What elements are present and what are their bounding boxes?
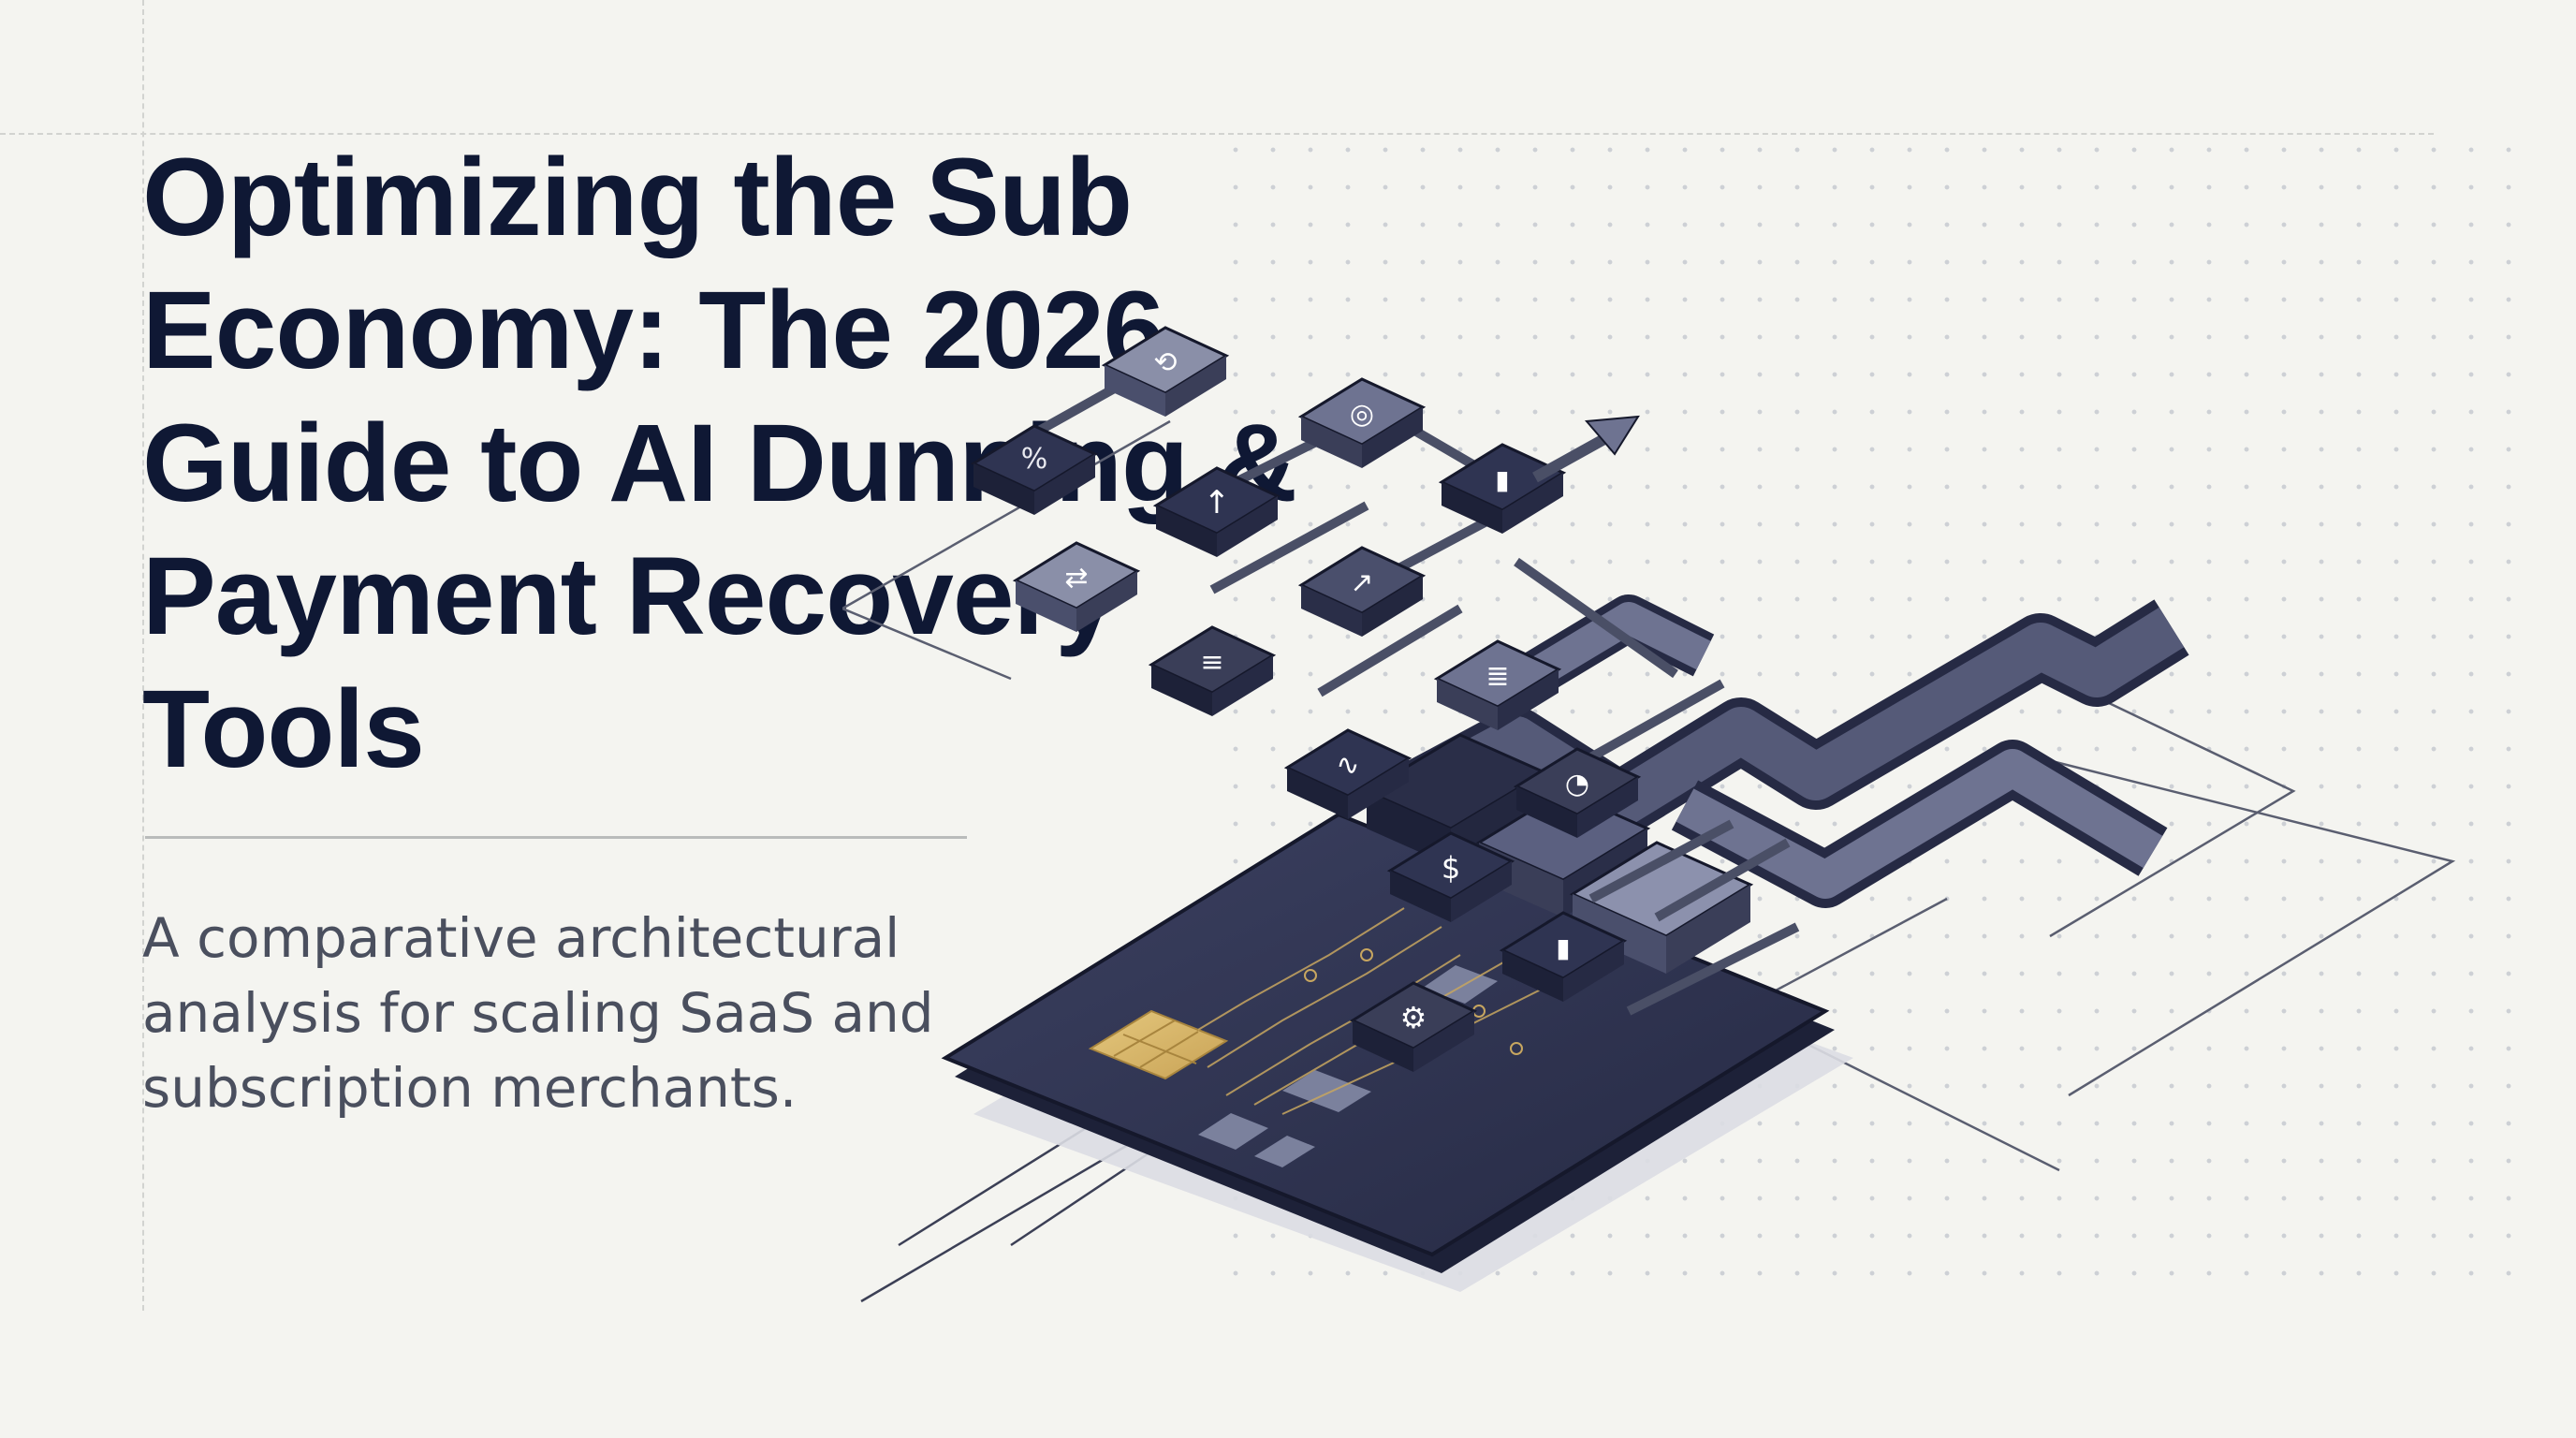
node-database: ≣ bbox=[1433, 639, 1562, 730]
payment-recovery-illustration: % ⟲ ◎ ↑ ▮ ⇄ ↗ bbox=[842, 326, 2456, 1303]
node-line-chart: ∿ bbox=[1283, 728, 1412, 819]
arrow-up-icon: ↑ bbox=[1204, 484, 1231, 521]
node-coin-stack: ≡ bbox=[1148, 625, 1277, 716]
percent-icon: % bbox=[1021, 443, 1048, 476]
page-subtitle: A comparative architectural analysis for… bbox=[142, 906, 934, 1120]
node-trend: ↗ bbox=[1297, 546, 1427, 637]
node-percent: % bbox=[970, 424, 1099, 515]
line-chart-icon: ∿ bbox=[1336, 749, 1359, 782]
trend-arrow bbox=[1532, 415, 1640, 483]
trend-icon: ↗ bbox=[1350, 566, 1373, 599]
pie-chart-icon: ◔ bbox=[1565, 768, 1589, 800]
bar-chart-2-icon: ▮ bbox=[1556, 932, 1570, 963]
node-coins: ◎ bbox=[1297, 377, 1427, 468]
cycle-icon: ⇄ bbox=[1064, 562, 1088, 594]
node-pie-chart: ◔ bbox=[1513, 747, 1642, 838]
node-cycle: ⇄ bbox=[1012, 541, 1141, 632]
database-icon: ≣ bbox=[1486, 660, 1509, 693]
node-bar-chart: ▮ bbox=[1438, 443, 1567, 534]
bar-chart-icon: ▮ bbox=[1495, 464, 1509, 495]
gear-icon: ⚙ bbox=[1400, 1000, 1427, 1035]
dollar-icon: $ bbox=[1442, 850, 1460, 886]
node-dollar: $ bbox=[1386, 831, 1515, 922]
page-title: Optimizing the Sub Economy: The 2026 Gui… bbox=[142, 136, 1297, 791]
refresh-icon: ⟲ bbox=[1153, 346, 1177, 379]
vertical-guide-line bbox=[142, 0, 144, 1311]
horizontal-guide-line bbox=[0, 133, 2434, 135]
title-divider bbox=[145, 836, 967, 839]
node-refresh: ⟲ bbox=[1101, 326, 1230, 417]
node-bar-chart-2: ▮ bbox=[1499, 911, 1628, 1002]
node-connectors bbox=[1036, 360, 1800, 1016]
node-arrow-up: ↑ bbox=[1152, 466, 1281, 557]
coin-stack-icon: ≡ bbox=[1200, 646, 1223, 679]
coins-icon: ◎ bbox=[1350, 398, 1374, 431]
node-gear: ⚙ bbox=[1349, 981, 1478, 1072]
